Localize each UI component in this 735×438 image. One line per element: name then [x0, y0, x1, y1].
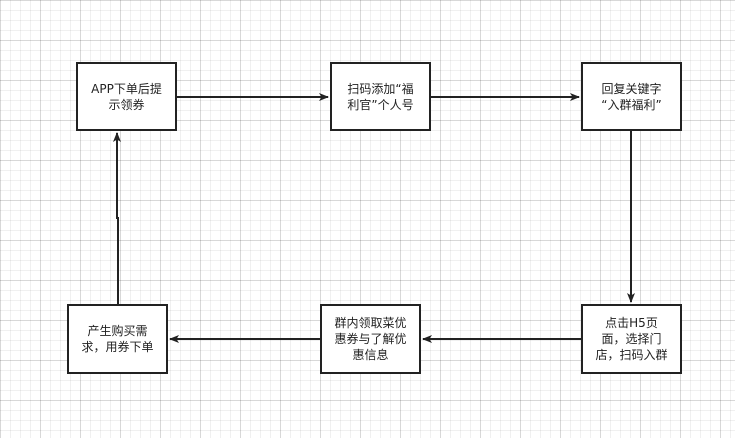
node-scan-add-welfare-officer[interactable]: 扫码添加“福 利官”个人号	[330, 62, 431, 131]
node-h5-select-store-join-group[interactable]: 点击H5页 面，选择门 店，扫码入群	[581, 304, 682, 374]
node-label: 点击H5页 面，选择门 店，扫码入群	[595, 316, 668, 362]
node-label: 扫码添加“福 利官”个人号	[347, 81, 414, 112]
node-app-order-coupon-prompt[interactable]: APP下单后提 示领券	[76, 62, 177, 131]
node-label: 产生购买需 求，用券下单	[81, 324, 154, 354]
node-reply-keyword[interactable]: 回复关键字 “入群福利”	[581, 62, 682, 131]
node-label: APP下单后提 示领券	[91, 81, 162, 112]
node-label: 回复关键字 “入群福利”	[601, 81, 662, 112]
node-purchase-with-coupon[interactable]: 产生购买需 求，用券下单	[67, 304, 168, 374]
node-group-get-coupon[interactable]: 群内领取菜优 惠券与了解优 惠信息	[320, 304, 421, 374]
edge-n6-n1	[113, 132, 121, 304]
node-label: 群内领取菜优 惠券与了解优 惠信息	[334, 316, 407, 362]
